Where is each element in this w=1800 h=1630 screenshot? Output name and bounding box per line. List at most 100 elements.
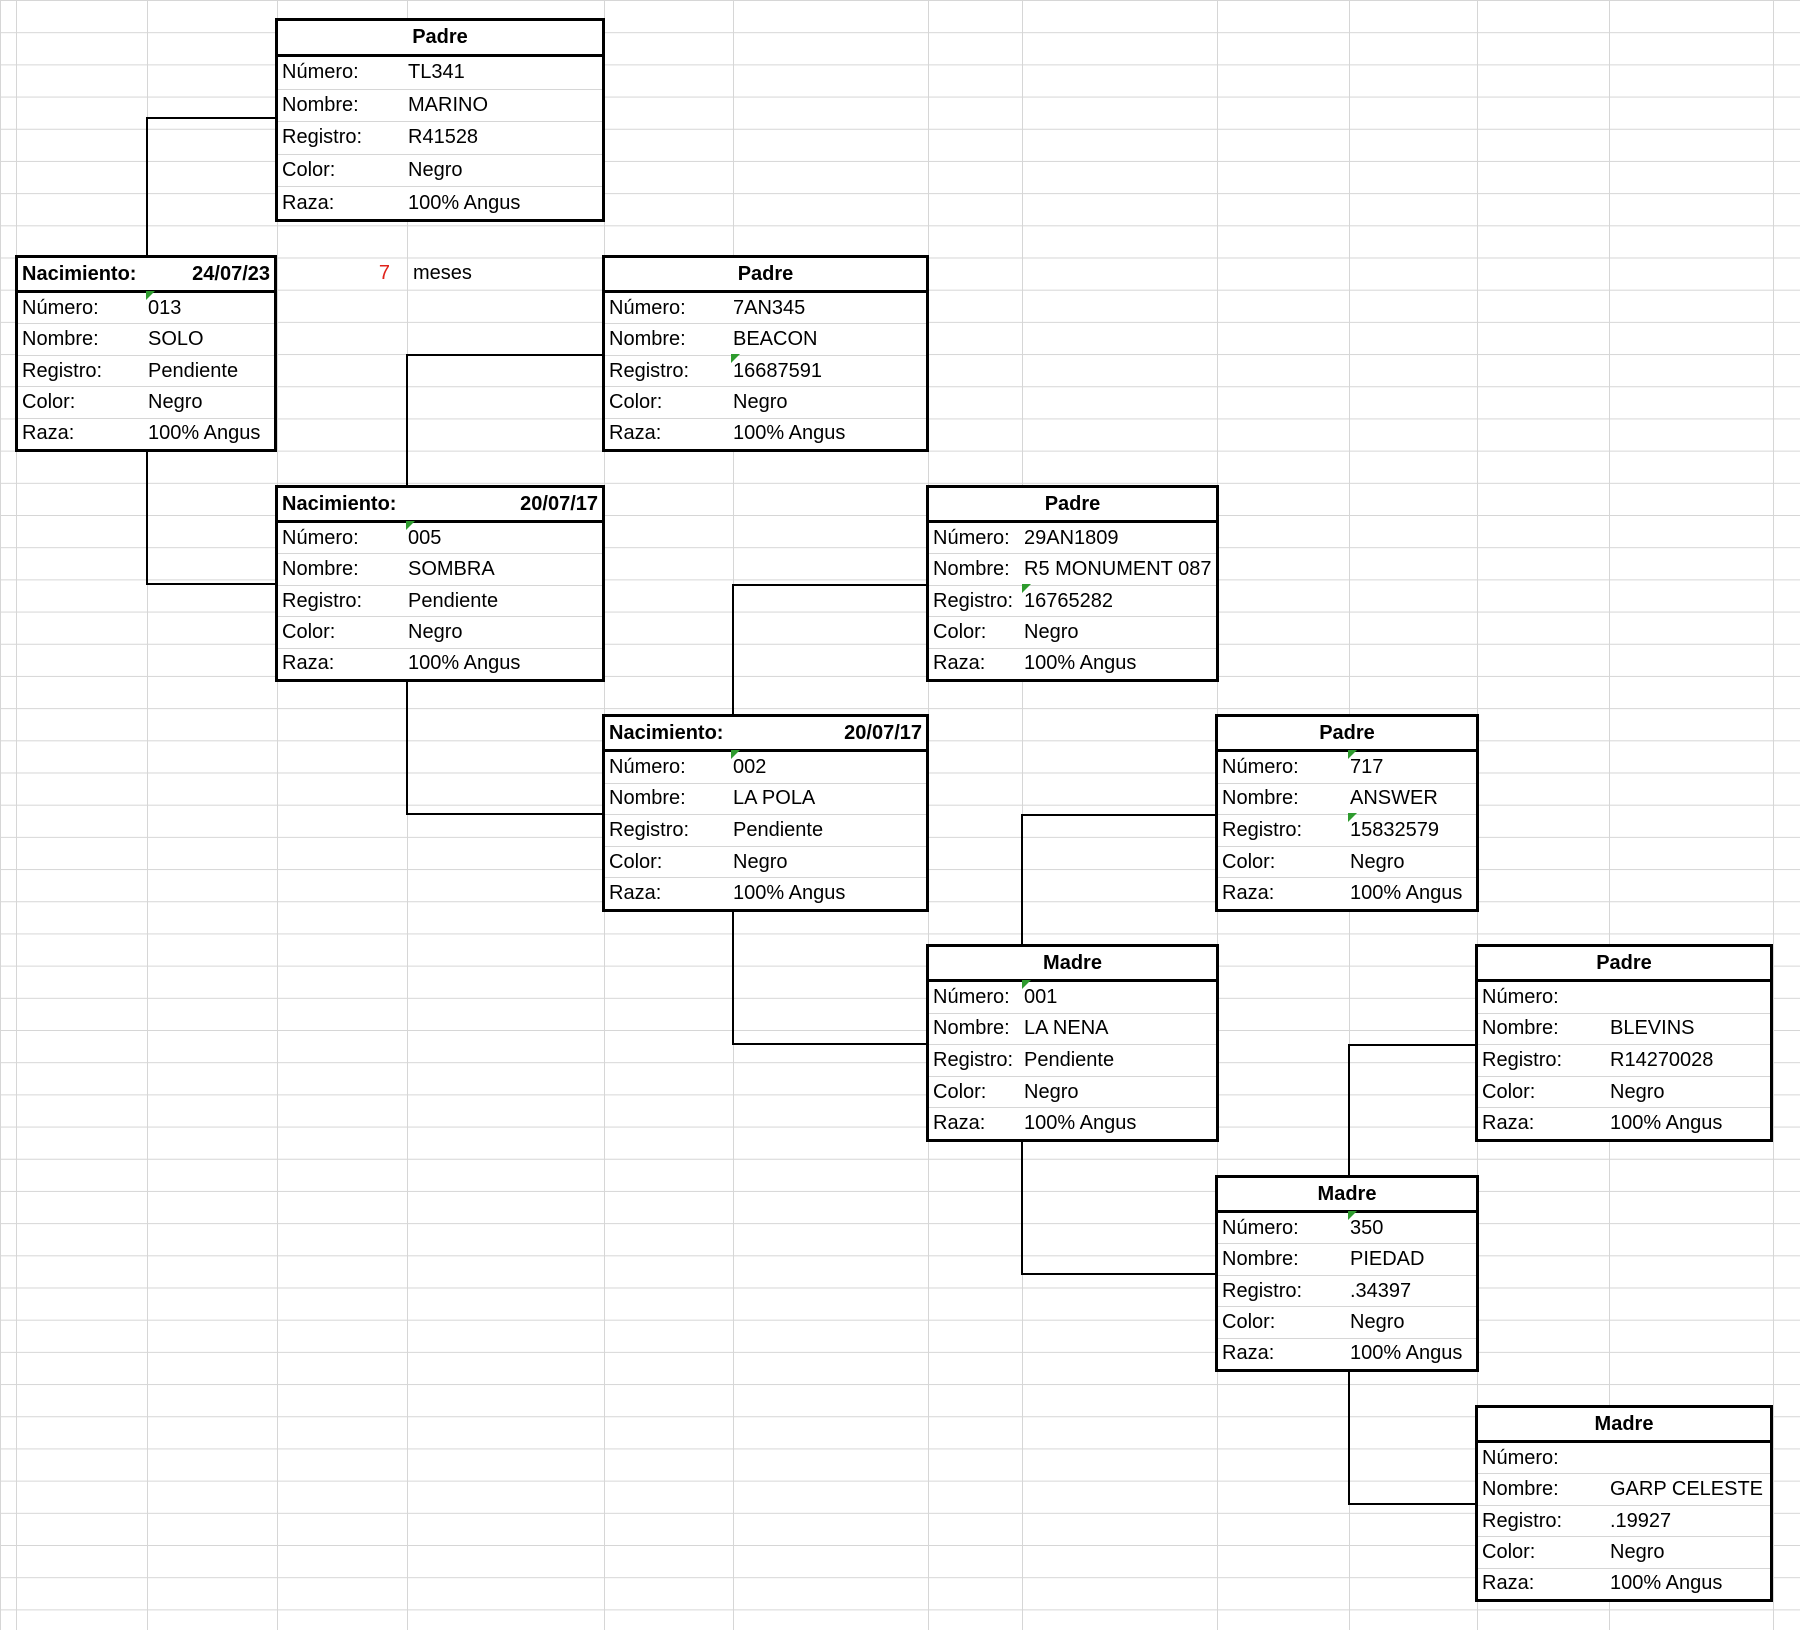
label-color: Color: (609, 850, 663, 873)
value-raza[interactable]: 100% Angus (1024, 1112, 1137, 1135)
value-raza[interactable]: 100% Angus (408, 191, 521, 214)
value-registro[interactable]: R14270028 (1610, 1048, 1714, 1071)
row-raza: Raza:100% Angus (605, 417, 926, 449)
value-numero[interactable]: 002 (730, 749, 767, 778)
value-registro[interactable]: 16687591 (731, 353, 822, 382)
row-numero: Número:TL341 (278, 57, 602, 89)
row-registro: Registro:R14270028 (1478, 1044, 1770, 1076)
value-nombre[interactable]: LA POLA (733, 787, 816, 810)
value-registro[interactable]: R41528 (408, 126, 479, 149)
value-color[interactable]: Negro (1610, 1540, 1665, 1563)
column-gridline (1773, 0, 1774, 1630)
value-color[interactable]: Negro (408, 159, 463, 182)
row-registro: Registro:16687591 (605, 353, 926, 386)
value-numero[interactable]: TL341 (408, 61, 465, 84)
connector-sombra-padre (406, 354, 604, 487)
row-registro: Registro:Pendiente (278, 584, 602, 616)
value-color[interactable]: Negro (1350, 850, 1405, 873)
value-registro[interactable]: Pendiente (1024, 1048, 1115, 1071)
label-raza: Raza: (1222, 882, 1275, 905)
row-nombre: Nombre:ANSWER (1218, 782, 1476, 815)
label-numero: Número: (282, 526, 359, 549)
value-raza[interactable]: 100% Angus (1024, 652, 1137, 675)
label-nombre: Nombre: (933, 558, 1010, 581)
value-nombre[interactable]: BEACON (733, 328, 818, 351)
row-numero: Número:002 (605, 749, 926, 783)
value-raza[interactable]: 100% Angus (1350, 1342, 1463, 1365)
value-registro[interactable]: Pendiente (148, 359, 239, 382)
value-nombre[interactable]: SOMBRA (408, 558, 495, 581)
row-nombre: Nombre: R5 MONUMENT 087 (929, 553, 1216, 584)
value-raza[interactable]: 100% Angus (733, 422, 846, 445)
connector-piedad-madre (1348, 1370, 1477, 1505)
value-numero[interactable]: 013 (145, 290, 182, 319)
row-registro: Registro:.19927 (1478, 1504, 1770, 1536)
label-numero: Número: (1222, 1216, 1299, 1239)
column-gridline (147, 0, 148, 1630)
row-nombre: Nombre:SOMBRA (278, 553, 602, 584)
row-numero: Número:001 (929, 979, 1216, 1013)
label-nombre: Nombre: (22, 328, 99, 351)
value-raza[interactable]: 100% Angus (1610, 1112, 1723, 1135)
birth-label: Nacimiento: (609, 721, 724, 744)
label-color: Color: (1222, 1310, 1276, 1333)
column-gridline (277, 0, 278, 1630)
value-raza[interactable]: 100% Angus (1610, 1572, 1723, 1595)
value-raza[interactable]: 100% Angus (148, 422, 261, 445)
row-color: Color: Negro (605, 845, 926, 878)
card-title: Madre (929, 947, 1216, 982)
value-numero[interactable]: 005 (405, 520, 442, 549)
value-registro[interactable]: .34397 (1350, 1279, 1412, 1302)
label-color: Color: (282, 159, 336, 182)
value-color[interactable]: Negro (733, 850, 788, 873)
value-nombre[interactable]: MARINO (408, 93, 488, 116)
value-color[interactable]: Negro (148, 390, 203, 413)
value-raza[interactable]: 100% Angus (733, 882, 846, 905)
value-numero[interactable]: 717 (1347, 749, 1384, 778)
row-raza: Raza:100% Angus (1218, 1337, 1476, 1369)
row-raza: Raza:100% Angus (929, 647, 1216, 679)
row-raza: Raza:100% Angus (18, 417, 274, 449)
value-color[interactable]: Negro (1024, 1080, 1079, 1103)
label-registro: Registro: (22, 359, 103, 382)
value-nombre[interactable]: ANSWER (1350, 787, 1438, 810)
animal-card-padre-marino: Padre Número:TL341 Nombre:MARINO Registr… (275, 18, 605, 222)
value-numero[interactable]: 001 (1021, 979, 1058, 1008)
value-registro[interactable]: .19927 (1610, 1509, 1672, 1532)
connector-lanena-padre (1021, 814, 1217, 946)
row-registro: Registro: Pendiente (929, 1044, 1216, 1076)
value-registro[interactable]: 16765282 (1022, 583, 1113, 612)
connector-solo-padre (146, 117, 277, 257)
value-color[interactable]: Negro (1024, 620, 1079, 643)
value-numero[interactable]: 7AN345 (733, 296, 806, 319)
value-nombre[interactable]: GARP CELESTE (1610, 1478, 1764, 1501)
value-nombre[interactable]: R5 MONUMENT 087 (1024, 558, 1212, 581)
card-title: Padre (605, 258, 926, 293)
label-color: Color: (933, 620, 987, 643)
value-registro[interactable]: Pendiente (408, 589, 499, 612)
birth-date: 20/07/17 (844, 721, 922, 744)
value-color[interactable]: Negro (733, 390, 788, 413)
label-nombre: Nombre: (282, 93, 359, 116)
value-color[interactable]: Negro (1350, 1310, 1405, 1333)
value-nombre[interactable]: BLEVINS (1610, 1017, 1695, 1040)
birth-date: 24/07/23 (192, 262, 270, 285)
value-nombre[interactable]: SOLO (148, 328, 204, 351)
row-nombre: Nombre:GARP CELESTE (1478, 1473, 1770, 1504)
value-numero[interactable]: 350 (1347, 1210, 1384, 1239)
label-raza: Raza: (1482, 1112, 1535, 1135)
value-numero[interactable]: 29AN1809 (1024, 526, 1119, 549)
value-color[interactable]: Negro (408, 620, 463, 643)
value-raza[interactable]: 100% Angus (408, 652, 521, 675)
value-registro[interactable]: 15832579 (1348, 812, 1439, 841)
value-color[interactable]: Negro (1610, 1080, 1665, 1103)
value-raza[interactable]: 100% Angus (1350, 882, 1463, 905)
row-raza: Raza:100% Angus (929, 1107, 1216, 1139)
value-nombre[interactable]: PIEDAD (1350, 1248, 1425, 1271)
row-color: Color:Negro (278, 616, 602, 647)
row-raza: Raza:100% Angus (278, 186, 602, 219)
value-nombre[interactable]: LA NENA (1024, 1017, 1109, 1040)
label-registro: Registro: (933, 1048, 1014, 1071)
label-raza: Raza: (609, 882, 662, 905)
value-registro[interactable]: Pendiente (733, 818, 824, 841)
